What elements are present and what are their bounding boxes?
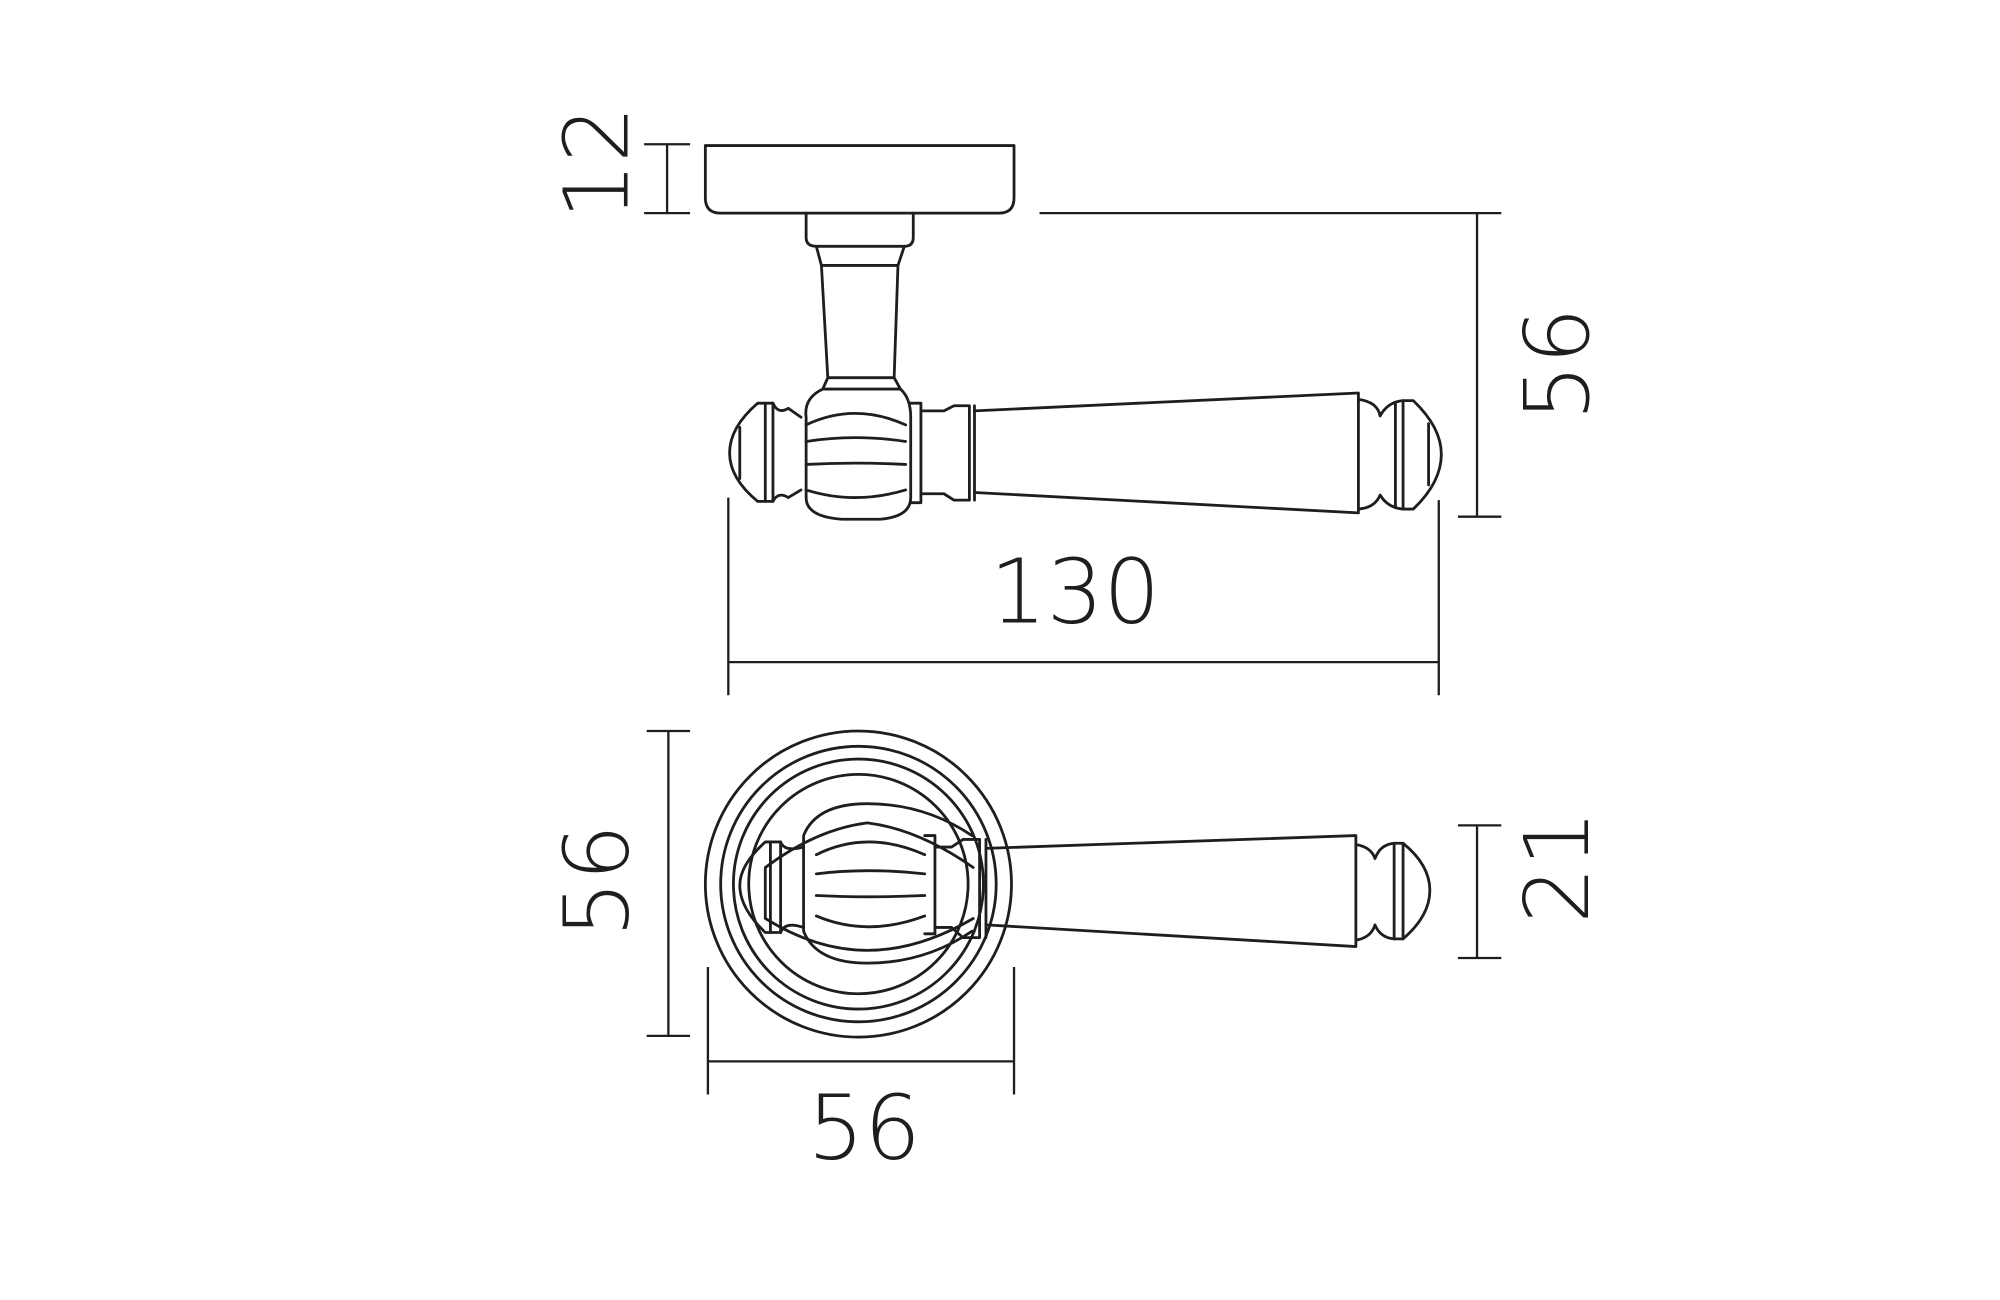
left-finial-side (728, 401, 803, 503)
dimension-lever-tip: 21 (1457, 810, 1610, 960)
dim-label-56-horizontal: 56 (807, 1076, 921, 1180)
lever-front (984, 834, 1358, 948)
dimension-rose-vertical: 56 (546, 729, 691, 1037)
rose-outer-ring (703, 729, 1013, 1039)
side-view (703, 144, 1443, 521)
dim-label-12: 12 (546, 106, 650, 220)
dimension-projection: 56 (1039, 211, 1610, 518)
boss-ball-front (763, 821, 975, 952)
dim-label-56-side: 56 (1506, 307, 1610, 421)
spindle-neck (804, 211, 915, 248)
dimension-rose-horizontal: 56 (706, 966, 1016, 1180)
dim-label-130: 130 (990, 541, 1160, 645)
dimension-rose-thickness: 12 (546, 106, 691, 220)
rose-plate-side (703, 144, 1016, 215)
dim-label-21: 21 (1506, 810, 1610, 924)
dim-label-56-vertical: 56 (546, 824, 650, 938)
boss-ball-side (804, 387, 913, 521)
right-finial-side (1357, 397, 1443, 511)
lever-side (973, 391, 1360, 515)
dimension-lever-length: 130 (727, 497, 1440, 696)
front-view (703, 729, 1432, 1039)
